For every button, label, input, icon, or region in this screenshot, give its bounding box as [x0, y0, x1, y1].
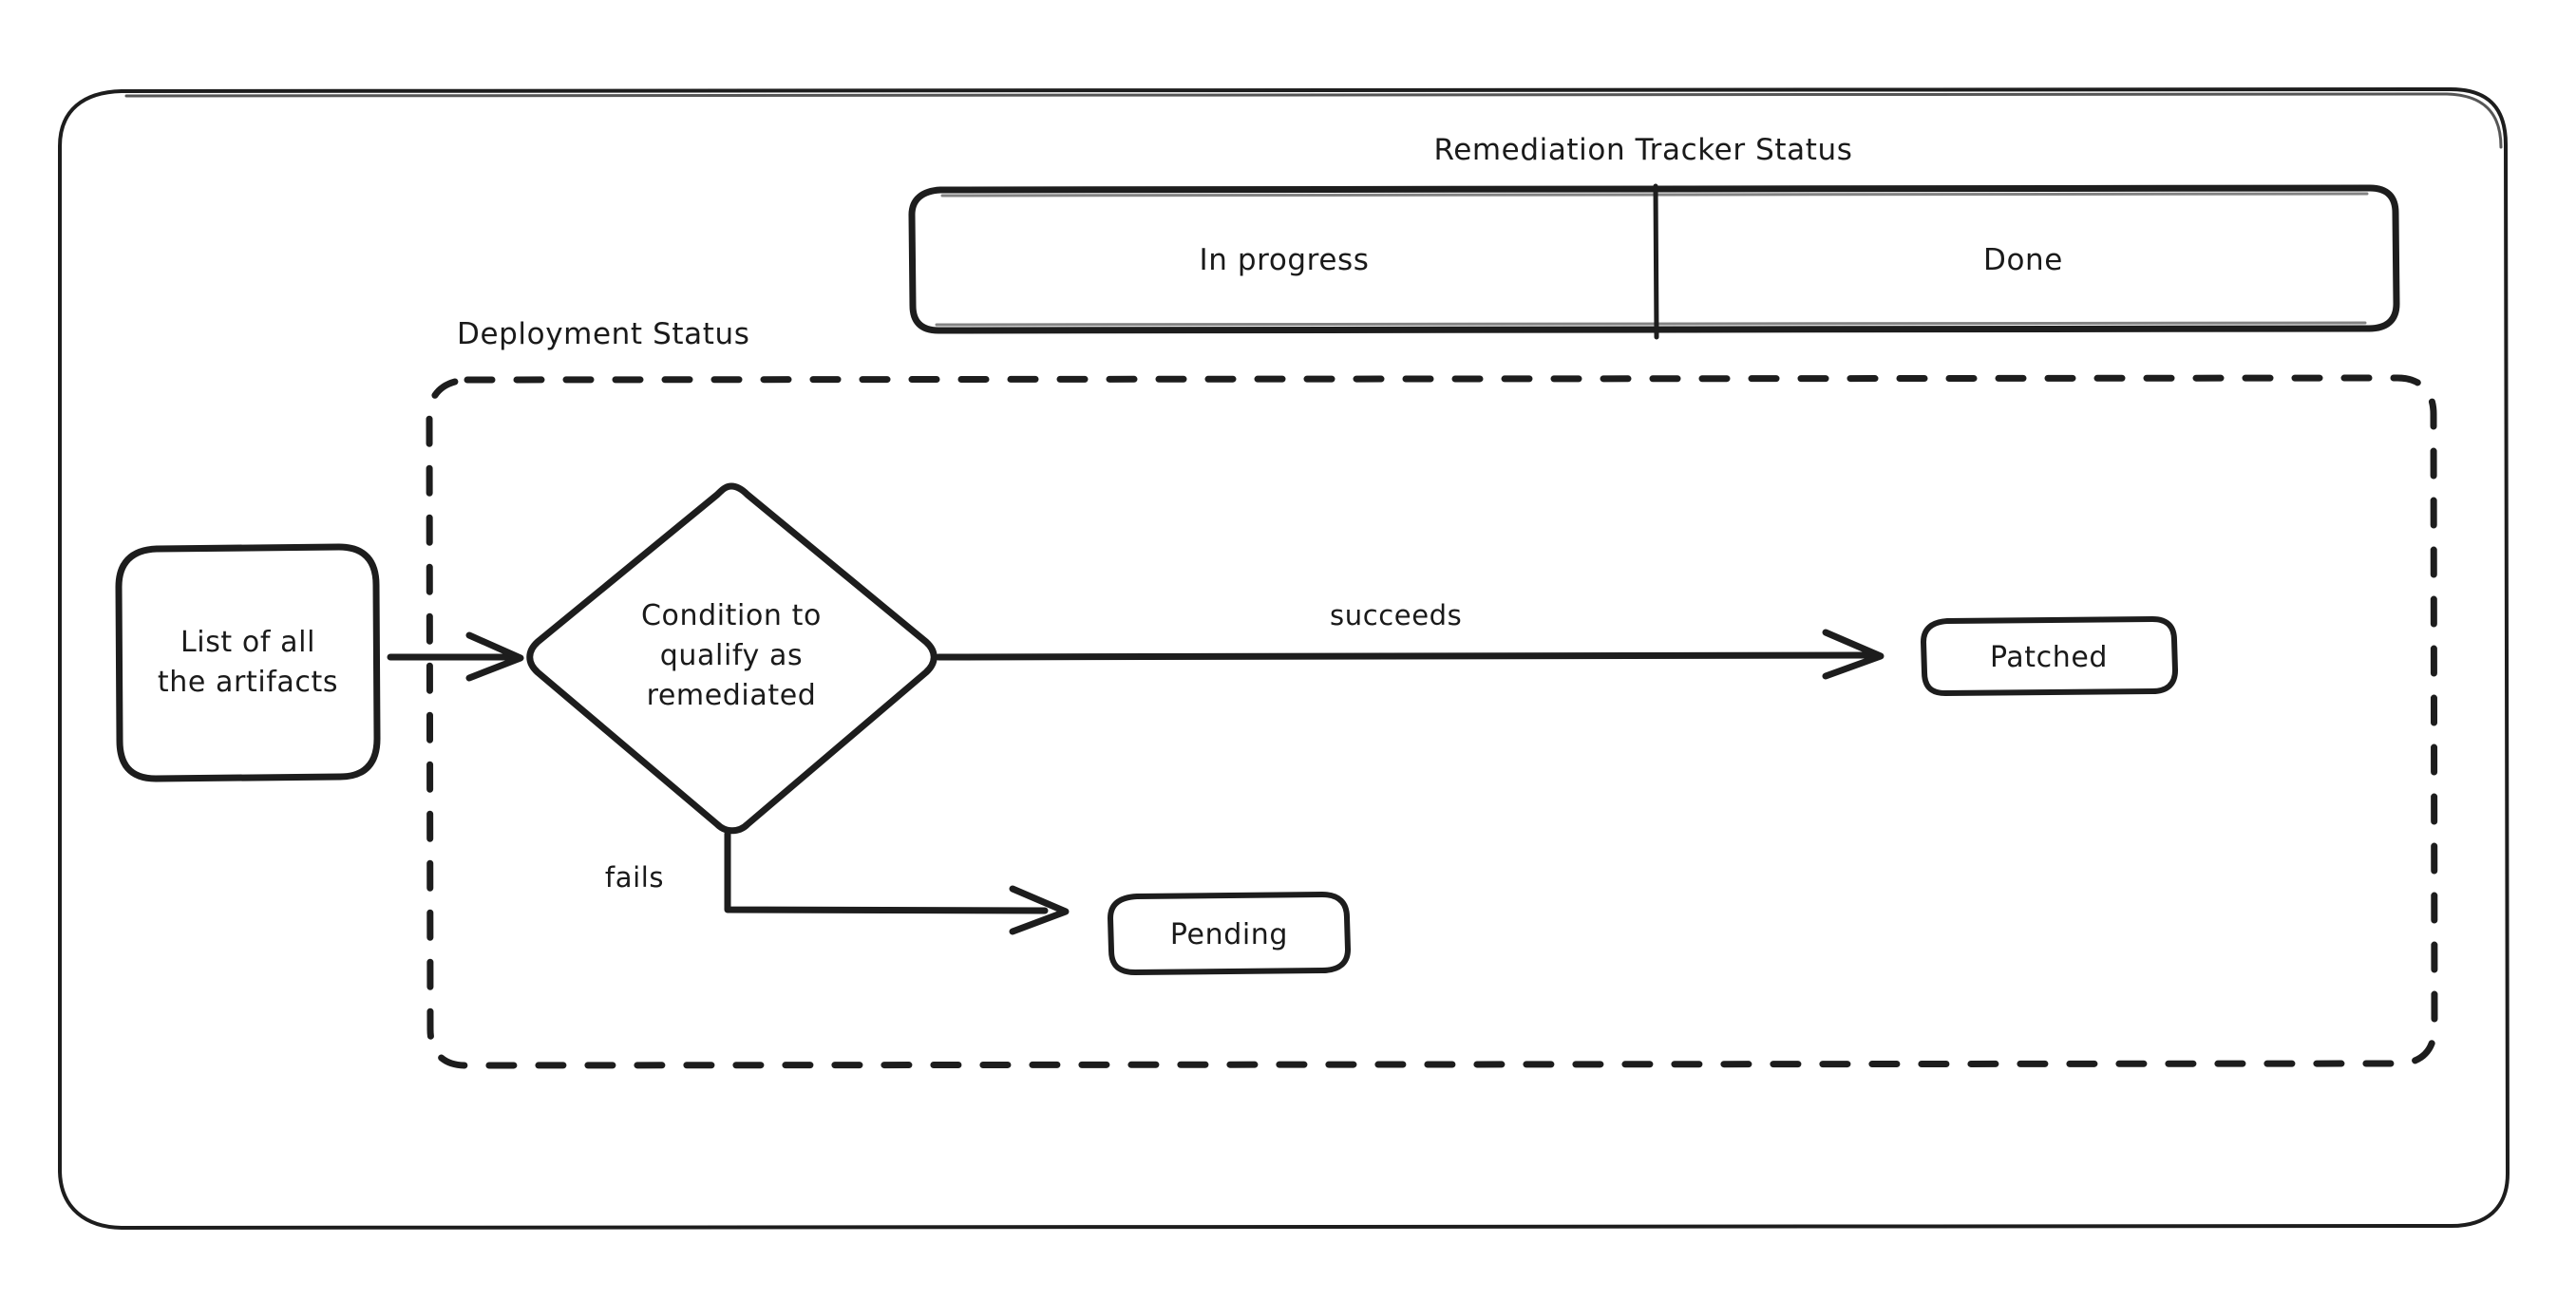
- node-pending-shape[interactable]: [1108, 892, 1351, 975]
- node-condition[interactable]: Condition to qualify as remediated: [526, 482, 938, 835]
- edge-condition-to-pending-arrowhead: [1009, 885, 1070, 935]
- node-condition-label-line-1: Condition to: [641, 599, 822, 632]
- node-patched-shape[interactable]: [1921, 616, 2178, 696]
- tracker-title: Remediation Tracker Status: [1433, 133, 1852, 167]
- outer-frame-path: [58, 87, 2510, 1230]
- node-patched[interactable]: Patched: [1921, 616, 2178, 696]
- node-artifacts-label-line-2: the artifacts: [158, 666, 338, 699]
- tracker-cell-in-progress[interactable]: In progress: [1199, 243, 1369, 277]
- edge-condition-to-patched-arrowhead: [1822, 629, 1885, 680]
- edge-condition-to-patched: succeeds: [935, 599, 1885, 680]
- node-pending-label: Pending: [1170, 918, 1288, 951]
- node-condition-label-line-2: qualify as: [660, 639, 803, 672]
- edge-condition-to-patched-line: [935, 651, 1875, 661]
- tracker-cell-done[interactable]: Done: [1983, 243, 2063, 277]
- edge-condition-to-pending: fails: [605, 830, 1070, 935]
- node-artifacts[interactable]: List of all the artifacts: [115, 543, 381, 782]
- node-artifacts-label-line-1: List of all: [180, 626, 315, 659]
- edge-label-succeeds: succeeds: [1330, 599, 1462, 631]
- edge-artifacts-to-condition: [387, 631, 524, 682]
- outer-frame-sketch-overlay: [124, 92, 2503, 149]
- tracker-table: In progress Done: [908, 183, 2400, 340]
- edge-label-fails: fails: [605, 861, 664, 894]
- edge-artifacts-to-condition-arrowhead: [465, 631, 524, 682]
- node-condition-label-line-3: remediated: [647, 679, 817, 712]
- tracker-table-divider: [1653, 183, 1659, 340]
- node-artifacts-shape[interactable]: [115, 543, 381, 782]
- edge-condition-to-pending-line: [724, 830, 1049, 914]
- node-condition-shape[interactable]: [526, 482, 938, 835]
- node-patched-label: Patched: [1990, 641, 2108, 674]
- outer-frame: [58, 87, 2510, 1230]
- deployment-status-group-label: Deployment Status: [457, 317, 749, 351]
- node-pending[interactable]: Pending: [1108, 892, 1351, 975]
